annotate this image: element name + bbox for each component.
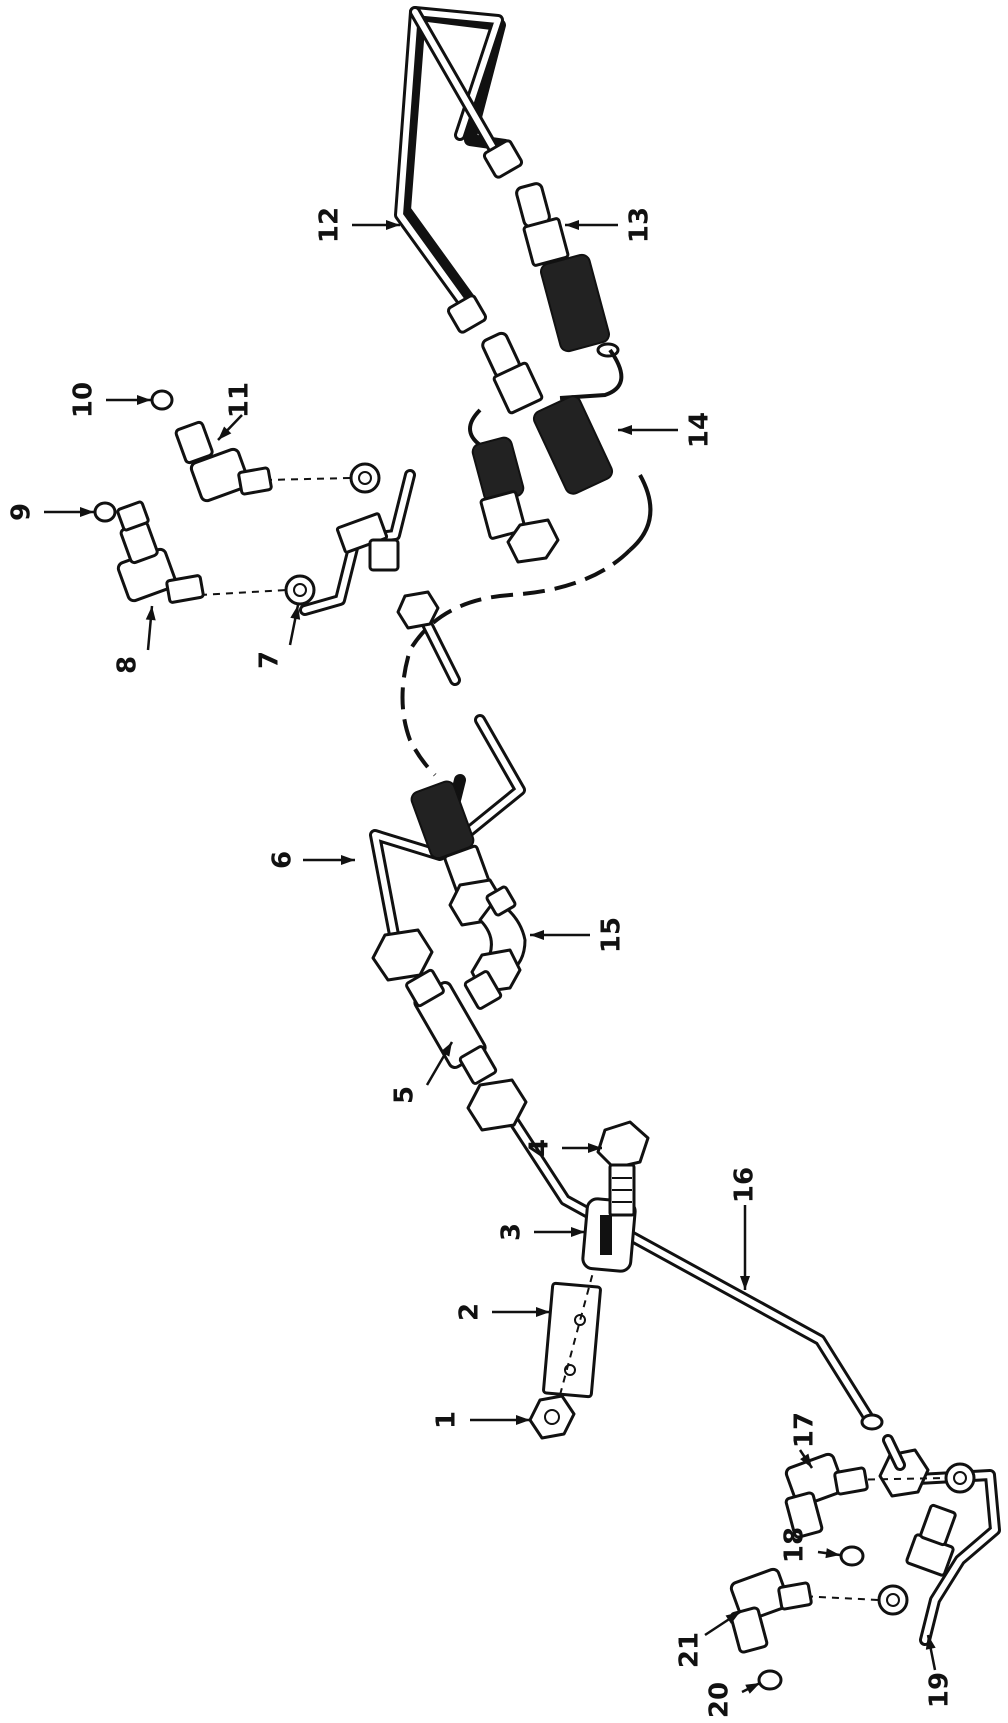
callout-arrow-9: [80, 507, 94, 517]
part-6-bent-tube: [369, 714, 526, 982]
callout-label-19: 19: [925, 1672, 955, 1708]
callout-arrow-7: [290, 605, 301, 620]
callout-arrow-11: [218, 426, 232, 440]
callout-5: 5: [390, 1041, 454, 1104]
part-10-o-ring: [150, 389, 174, 411]
part-7-tee-tube: [199, 462, 416, 616]
callout-label-16: 16: [730, 1167, 760, 1203]
part-11-elbow-fitting: [174, 420, 273, 503]
callout-11: 11: [217, 382, 255, 441]
part-13-hose-end: [515, 182, 620, 358]
callout-arrow-20: [745, 1683, 760, 1694]
callout-3: 3: [497, 1223, 585, 1241]
callout-label-14: 14: [685, 412, 715, 448]
part-15-elbow: [470, 885, 527, 994]
callout-label-10: 10: [69, 382, 99, 418]
callout-arrow-1: [516, 1415, 530, 1425]
callout-14: 14: [618, 412, 715, 448]
callout-arrow-10: [137, 395, 151, 405]
callout-label-3: 3: [497, 1223, 527, 1241]
part-4-bolt: [596, 1120, 650, 1217]
part-2-plate: [542, 1264, 602, 1399]
callout-arrow-21: [725, 1612, 740, 1624]
part-12-bent-tube: [394, 6, 524, 806]
callout-6: 6: [268, 851, 355, 869]
callout-label-13: 13: [625, 207, 655, 243]
callout-arrow-3: [571, 1227, 585, 1237]
callout-17: 17: [790, 1412, 820, 1469]
callout-arrow-17: [800, 1453, 812, 1468]
part-16-long-tube: [466, 1078, 884, 1431]
callout-21: 21: [675, 1610, 741, 1668]
callout-label-4: 4: [525, 1139, 555, 1157]
callout-arrow-5: [440, 1042, 452, 1057]
callout-label-21: 21: [675, 1632, 705, 1668]
part-3-clamp: [581, 1197, 637, 1273]
callout-label-15: 15: [597, 917, 627, 953]
callout-7: 7: [255, 604, 301, 669]
part-5-tee-fitting: [405, 968, 503, 1085]
callout-label-8: 8: [113, 656, 143, 674]
part-21-elbow-fitting: [729, 1567, 813, 1654]
callout-arrow-18: [825, 1548, 840, 1559]
callout-arrow-14: [618, 425, 632, 435]
callout-20: 20: [705, 1681, 761, 1718]
callout-16: 16: [730, 1167, 760, 1290]
callout-label-17: 17: [790, 1412, 820, 1448]
callout-label-1: 1: [432, 1411, 462, 1429]
callout-9: 9: [7, 503, 94, 521]
callout-2: 2: [455, 1303, 550, 1321]
callout-18: 18: [780, 1527, 841, 1563]
callout-10: 10: [69, 382, 151, 418]
callout-arrow-4: [588, 1143, 602, 1153]
part-18-o-ring: [839, 1545, 865, 1567]
callout-arrow-2: [536, 1307, 550, 1317]
callout-arrow-13: [565, 220, 579, 230]
part-20-o-ring: [757, 1669, 783, 1691]
callout-label-9: 9: [7, 503, 37, 521]
callout-15: 15: [530, 917, 627, 953]
callout-label-20: 20: [705, 1682, 735, 1718]
callout-label-11: 11: [225, 382, 255, 418]
part-19-tee-tube: [779, 1434, 1001, 1646]
part-17-elbow-fitting: [784, 1452, 869, 1539]
tube-with-nut-middle: [396, 590, 461, 686]
part-14-braided-hose: [400, 331, 653, 777]
callout-arrow-16: [740, 1276, 750, 1290]
callout-label-7: 7: [255, 651, 285, 669]
callout-arrow-19: [925, 1635, 936, 1650]
callout-arrow-12: [386, 220, 400, 230]
callout-19: 19: [925, 1634, 955, 1708]
part-8-elbow-fitting: [116, 500, 205, 604]
callout-1: 1: [432, 1411, 530, 1429]
callout-13: 13: [565, 207, 655, 243]
callout-arrow-8: [145, 606, 156, 621]
callout-arrow-15: [530, 930, 544, 940]
part-9-o-ring: [93, 501, 117, 523]
callout-arrow-6: [341, 855, 355, 865]
callout-label-6: 6: [268, 851, 298, 869]
callout-4: 4: [525, 1139, 602, 1157]
callout-label-5: 5: [390, 1086, 420, 1104]
callout-label-2: 2: [455, 1303, 485, 1321]
callout-label-18: 18: [780, 1527, 810, 1563]
callout-label-12: 12: [315, 207, 345, 243]
callout-12: 12: [315, 207, 400, 243]
callout-8: 8: [113, 605, 156, 674]
part-1-nut: [528, 1394, 576, 1440]
